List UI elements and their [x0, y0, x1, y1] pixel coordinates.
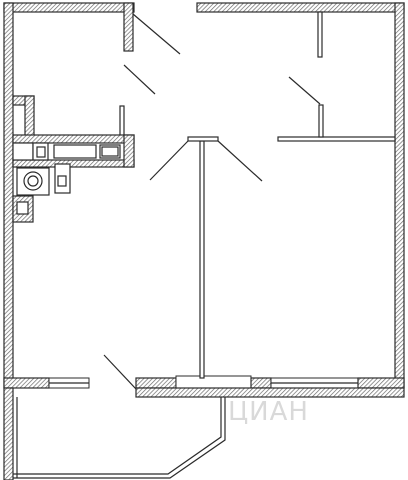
wall-top-left [3, 2, 135, 13]
kitchen-sink-inner [101, 146, 119, 157]
partition-stub-left [119, 105, 125, 137]
shaft-side [24, 95, 35, 141]
wall-bottom-mid-left [135, 377, 177, 389]
loggia-parapet [135, 387, 405, 398]
loggia [3, 387, 226, 480]
shaft-cell-2-inner [36, 146, 46, 158]
partitions [119, 11, 396, 379]
shaft-cell-1 [12, 142, 34, 161]
partition-central [199, 140, 205, 379]
wall-entry-jamb [123, 2, 134, 52]
kitchen-counter [53, 144, 97, 159]
partition-top-right [317, 11, 323, 58]
loggia-wall-left [3, 387, 14, 480]
wall-right [394, 2, 405, 388]
bottom-wall [3, 375, 405, 398]
wall-bottom-left [3, 377, 50, 389]
door-loggia [103, 354, 137, 390]
door-swings [103, 13, 321, 390]
wall-left [3, 2, 14, 388]
door-bath [288, 76, 321, 105]
kitchen-block [12, 95, 135, 168]
bathroom-fixtures [12, 163, 71, 223]
kitchen-wall-top [12, 134, 135, 144]
door-entry [132, 13, 181, 55]
wall-top-right [196, 2, 405, 13]
partition-stub-right [318, 104, 324, 138]
washer-door [57, 175, 67, 187]
wall-bottom-mid [250, 377, 272, 389]
kitchen-wall-right [123, 134, 135, 168]
door-room-left [149, 140, 189, 181]
kitchen-wall-bottom [12, 159, 135, 168]
partition-central-cap [187, 136, 219, 142]
watermark-text: ЦИАН [228, 397, 309, 427]
partition-horizontal-right [277, 136, 396, 142]
balcony-door [175, 375, 252, 389]
door-hall [123, 64, 156, 95]
door-room-right [217, 140, 263, 182]
toilet [16, 201, 29, 215]
stove-burner-inner [27, 175, 39, 187]
outer-walls [3, 2, 405, 388]
wall-bottom-right [357, 377, 405, 389]
